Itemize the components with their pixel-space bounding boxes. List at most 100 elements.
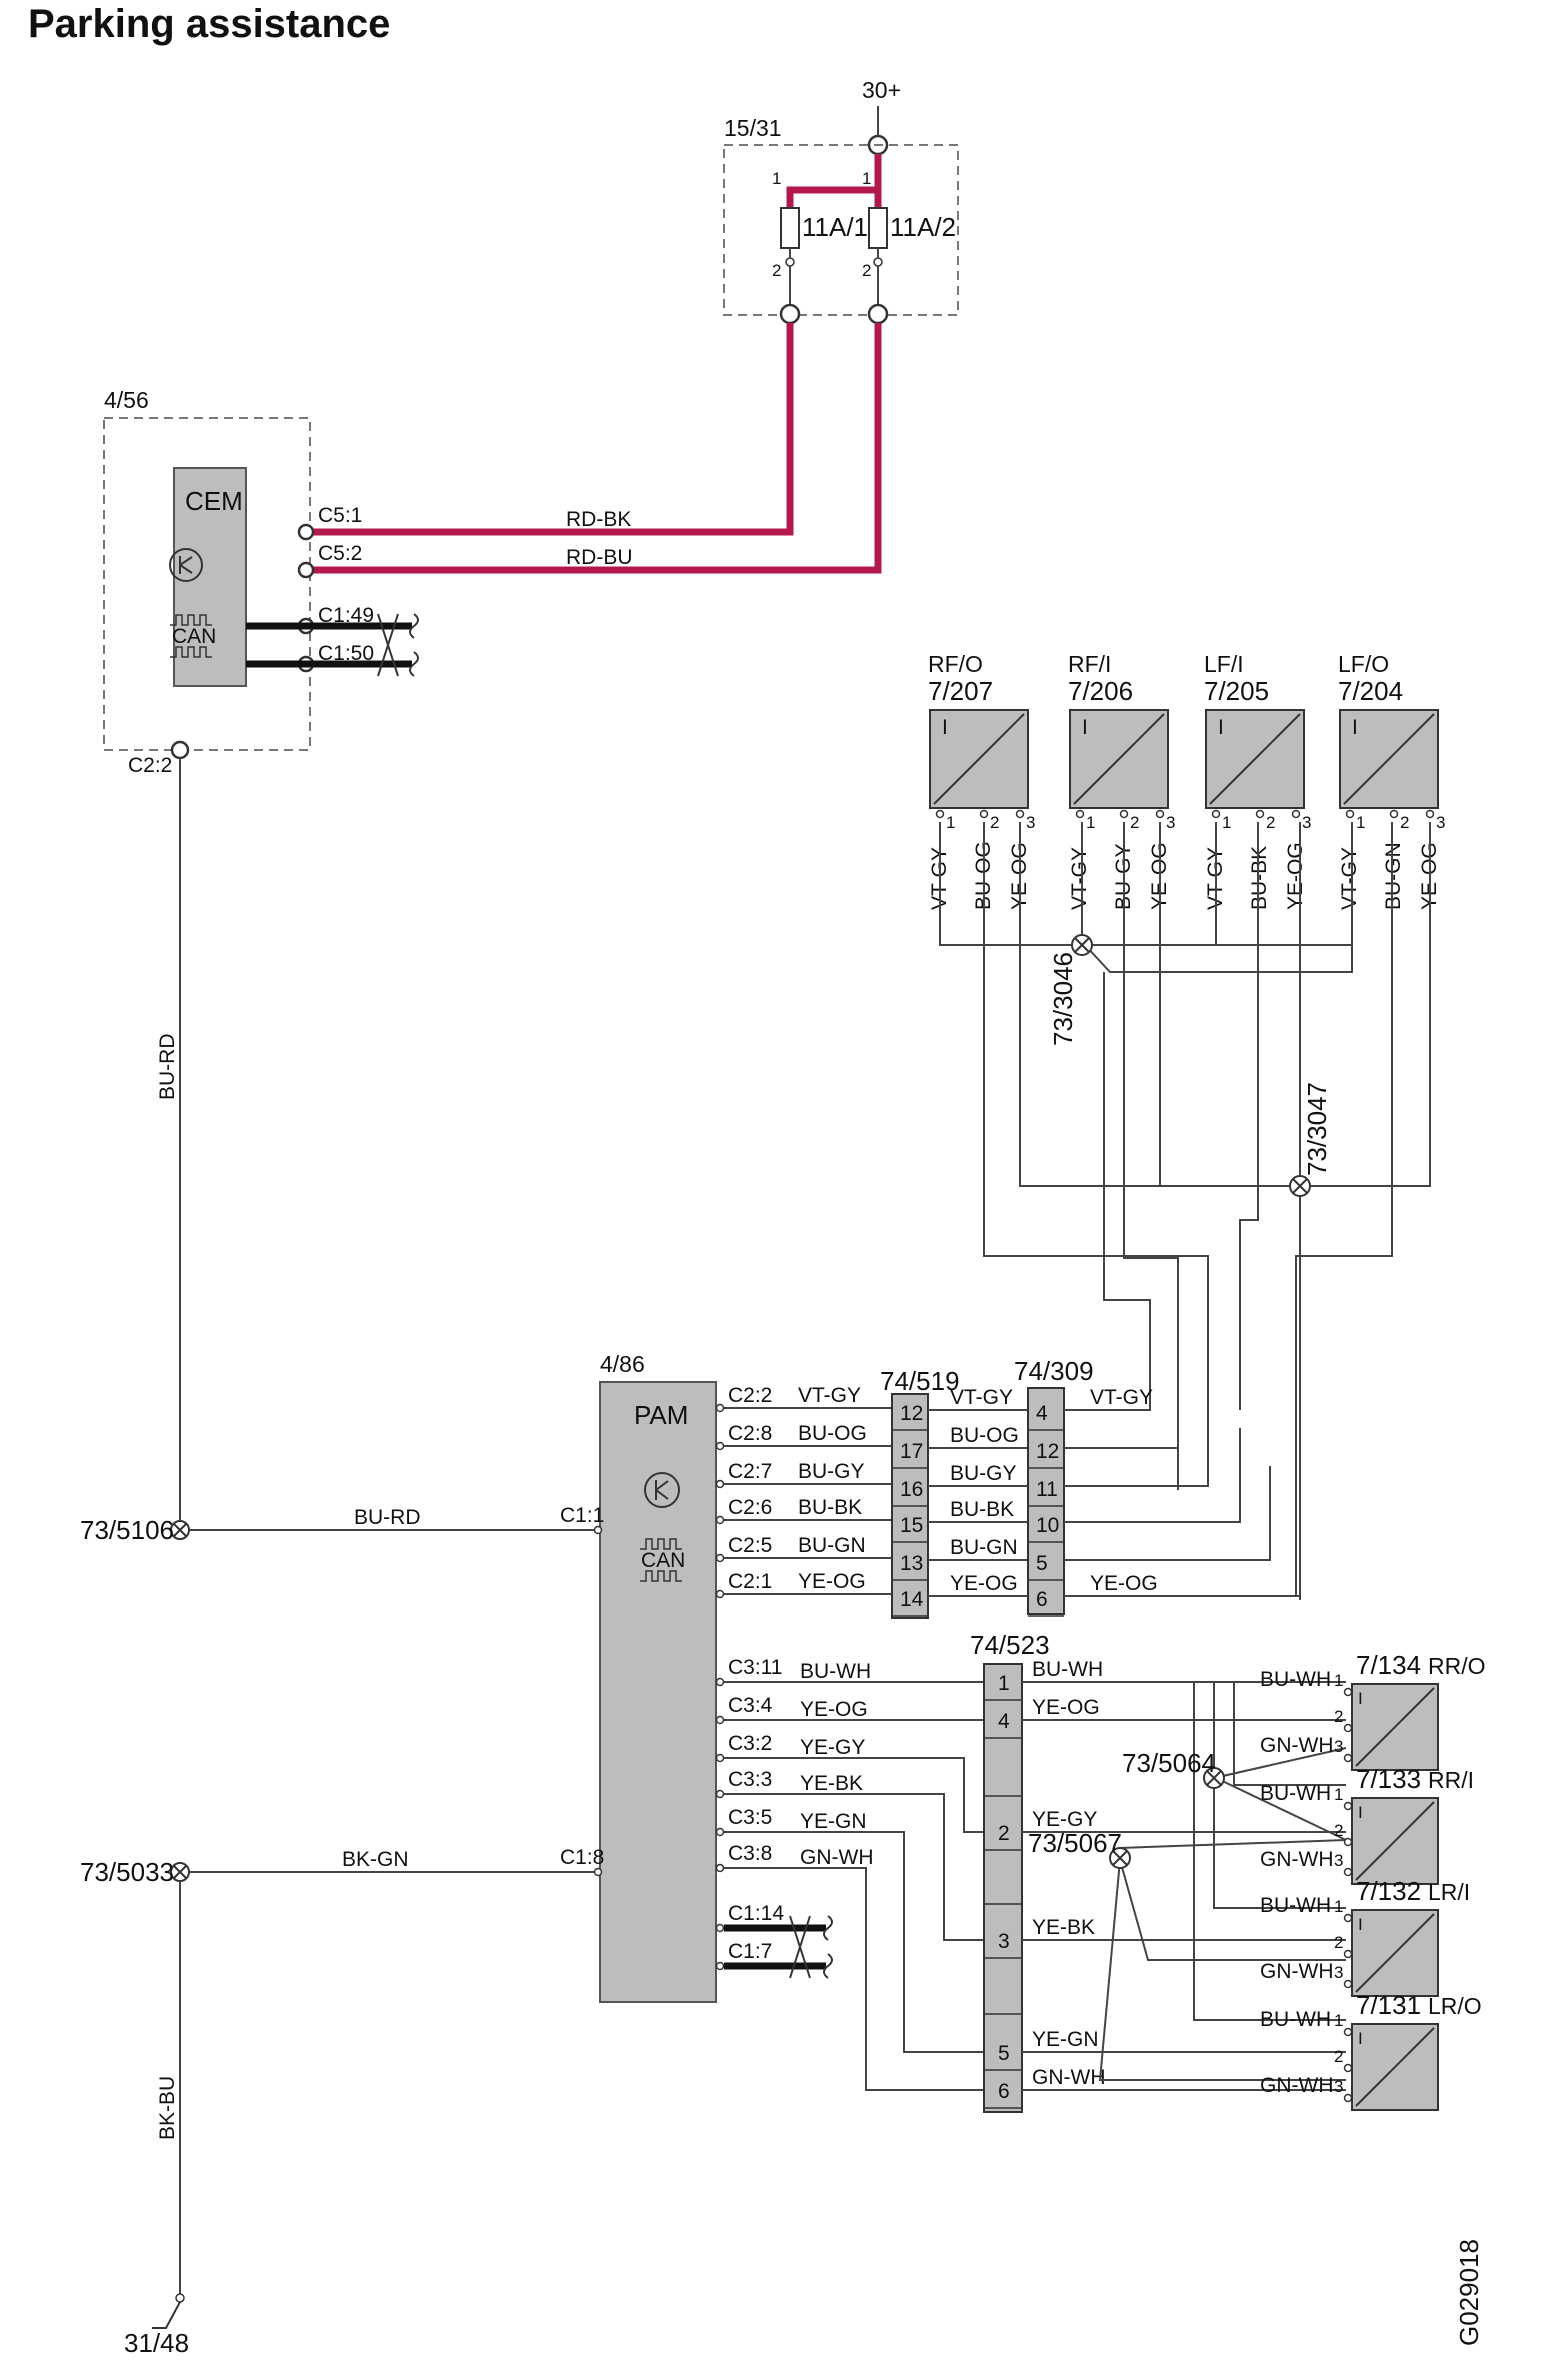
sensor-pin: 3 bbox=[1302, 813, 1311, 832]
pam-c2-wire-label: BU-OG bbox=[798, 1422, 867, 1445]
connector-309-pin: 5 bbox=[1036, 1552, 1048, 1575]
sensor-wire-label: BU-GN bbox=[1382, 842, 1405, 910]
front-sensor-id: 7/204 bbox=[1338, 676, 1403, 706]
pam-can-twist-icon bbox=[789, 1915, 833, 1979]
sensor-pin: 2 bbox=[1400, 813, 1409, 832]
fuse-11a1-label: 11A/1 bbox=[802, 212, 868, 242]
front-sensor-id: 7/207 bbox=[928, 676, 993, 706]
sensor-pin: 3 bbox=[1026, 813, 1035, 832]
sensor-pin: 1 bbox=[1222, 813, 1231, 832]
cem-pin-c5-2 bbox=[297, 561, 315, 579]
splice-5067 bbox=[1109, 1847, 1131, 1869]
sensor-pin: 3 bbox=[1436, 813, 1445, 832]
fuse1-pin-bottom: 2 bbox=[772, 261, 781, 280]
pam-c3-pin-label: C3:11 bbox=[728, 1656, 782, 1679]
can-twist-icon bbox=[377, 613, 419, 677]
cem-c2-2-label: C2:2 bbox=[128, 754, 172, 777]
connector-523-wire-label: YE-OG bbox=[1032, 1696, 1100, 1719]
cem-can-label: CAN bbox=[172, 625, 216, 648]
pam-can-label: CAN bbox=[641, 1549, 685, 1572]
pam-c3-wire-label: YE-BK bbox=[800, 1772, 863, 1795]
connector-309-pin: 4 bbox=[1036, 1402, 1048, 1425]
fuse2-pin-bottom: 2 bbox=[862, 261, 871, 280]
connector-519: 12VT-GY17BU-OG16BU-GY15BU-BK13BU-GN14YE-… bbox=[891, 1386, 1028, 1619]
sensor-pin: 2 bbox=[1334, 2047, 1343, 2066]
front-sensor-id: 7/206 bbox=[1068, 676, 1133, 706]
sensor-pin: 2 bbox=[1334, 1821, 1343, 1840]
connector-523-id: 74/523 bbox=[970, 1630, 1050, 1660]
can-icon: CAN bbox=[170, 614, 216, 658]
sensor-pin: 3 bbox=[1334, 1737, 1343, 1756]
wire-bu-rd-vertical-label: BU-RD bbox=[156, 1034, 179, 1101]
connector-309-id: 74/309 bbox=[1014, 1356, 1094, 1386]
pam-c2-wire-label: BU-GN bbox=[798, 1534, 866, 1557]
pam-c3-wire-label: GN-WH bbox=[800, 1846, 873, 1869]
pam-transistor-icon bbox=[644, 1472, 680, 1508]
rear-sensor-id: 7/132 bbox=[1356, 1876, 1421, 1906]
connector-309-wire-label: YE-OG bbox=[1090, 1572, 1158, 1595]
connector-309-pin: 12 bbox=[1036, 1440, 1059, 1463]
pam-c2-pin-label: C2:7 bbox=[728, 1460, 772, 1483]
wire-rd-bu-label: RD-BU bbox=[566, 546, 633, 569]
supply-label: 30+ bbox=[862, 77, 901, 103]
sensor-pin: 1 bbox=[946, 813, 955, 832]
rear-harness bbox=[1022, 1681, 1347, 2091]
front-sensor-id: 7/205 bbox=[1204, 676, 1269, 706]
sensor-mark: I bbox=[1218, 716, 1224, 739]
rear-sensor-position: LR/O bbox=[1428, 1993, 1482, 2019]
connector-519-id: 74/519 bbox=[880, 1366, 960, 1396]
connector-519-wire-label: VT-GY bbox=[950, 1386, 1013, 1409]
wire-rd-bk-label: RD-BK bbox=[566, 508, 631, 531]
sensor-pin: 3 bbox=[1334, 1963, 1343, 1982]
fuse1-pin-top: 1 bbox=[772, 169, 781, 188]
pam-c1-7-label: C1:7 bbox=[728, 1940, 772, 1963]
pam-c3-pin-label: C3:8 bbox=[728, 1842, 772, 1865]
pam-c3-wire-label: BU-WH bbox=[800, 1660, 871, 1683]
sensor-pin: 1 bbox=[1334, 2011, 1343, 2030]
fusebox-outline bbox=[723, 144, 959, 316]
cem-c5-1-label: C5:1 bbox=[318, 504, 362, 527]
splice-5033 bbox=[170, 1862, 190, 1882]
sensor-wire-label: YE-OG bbox=[1284, 842, 1307, 910]
sensor-mark: I bbox=[1082, 716, 1088, 739]
connector-523-pin: 3 bbox=[998, 1930, 1010, 1953]
splice-5033-label: 73/5033 bbox=[80, 1857, 174, 1887]
pam-can-icon: CAN bbox=[640, 1538, 685, 1582]
connector-523-pin: 2 bbox=[998, 1822, 1010, 1845]
rear-sensor-wire-label: GN-WH bbox=[1260, 1848, 1333, 1871]
cem-pin-c2-2 bbox=[170, 740, 190, 760]
connector-519-pin: 16 bbox=[900, 1478, 923, 1501]
pam-c2-wire-label: BU-BK bbox=[798, 1496, 862, 1519]
rear-sensor-id: 7/133 bbox=[1356, 1764, 1421, 1794]
wire-bk-gn-label: BK-GN bbox=[342, 1848, 409, 1871]
front-sensor-group: RF/O7/207I1VT-GY2BU-OG3YE-OGRF/I7/206I1V… bbox=[928, 651, 1445, 910]
pam-c3-wire-label: YE-OG bbox=[800, 1698, 868, 1721]
front-sensor-position: RF/O bbox=[928, 651, 983, 677]
sensor-pin: 1 bbox=[1334, 1671, 1343, 1690]
transistor-icon bbox=[169, 548, 203, 582]
wire-bu-rd-label: BU-RD bbox=[354, 1506, 421, 1529]
fuse-11a1 bbox=[780, 207, 800, 249]
wire-bk-bu-label: BK-BU bbox=[156, 2076, 179, 2140]
pam-c2-pin-label: C2:5 bbox=[728, 1534, 772, 1557]
rear-sensor-position: RR/I bbox=[1428, 1767, 1474, 1793]
pam-c3-wire-label: YE-GN bbox=[800, 1810, 867, 1833]
pam-module bbox=[599, 1381, 717, 2003]
sensor-wire-label: BU-BK bbox=[1248, 846, 1271, 910]
fuse-11a2 bbox=[868, 207, 888, 249]
connector-519-pin: 12 bbox=[900, 1402, 923, 1425]
splice-5106 bbox=[170, 1520, 190, 1540]
connector-519-pin: 13 bbox=[900, 1552, 923, 1575]
sensor-mark: I bbox=[1358, 1915, 1363, 1934]
connector-523-wire-label: GN-WH bbox=[1032, 2066, 1105, 2089]
ground-label: 31/48 bbox=[124, 2328, 189, 2358]
sensor-pin: 3 bbox=[1334, 2077, 1343, 2096]
pam-c2-pin-label: C2:6 bbox=[728, 1496, 772, 1519]
pam-c2-wire-label: VT-GY bbox=[798, 1384, 861, 1407]
